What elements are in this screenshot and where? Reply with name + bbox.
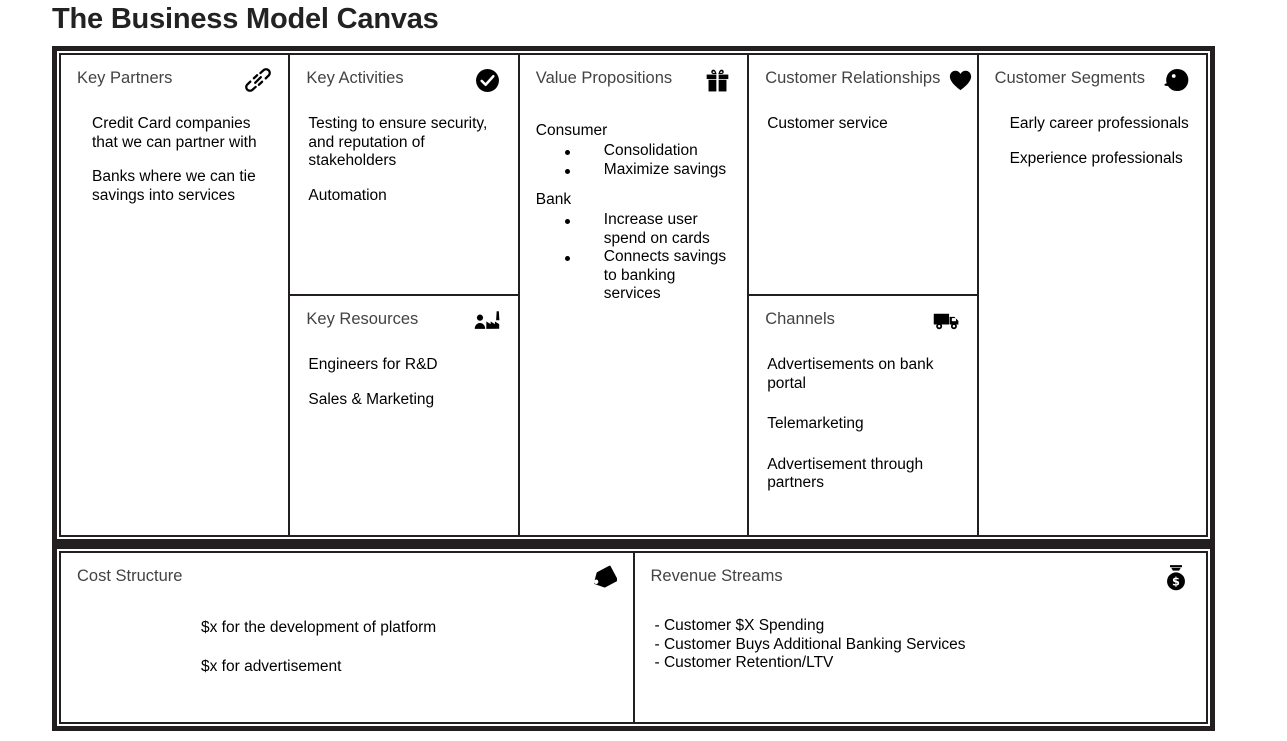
list-item: $x for advertisement (201, 657, 342, 675)
block-body: Consumer Consolidation Maximize savings … (536, 121, 731, 304)
list-item: Increase user spend on cards (536, 211, 731, 248)
list-item: Connects savings to banking services (536, 248, 731, 304)
list-item: Advertisement through partners (767, 455, 924, 492)
block-header: Key Partners (77, 66, 272, 99)
block-body: Engineers for R&D Sales & Marketing (306, 356, 501, 409)
list-item: Telemarketing (767, 415, 864, 433)
block-cost-structure[interactable]: Cost Structure $x for the development of… (59, 551, 635, 724)
block-channels[interactable]: Channels (747, 294, 979, 537)
block-title: Key Activities (306, 69, 404, 87)
block-body: Customer service (765, 115, 960, 134)
block-title: Key Resources (306, 310, 419, 328)
block-title: Value Propositions (535, 69, 673, 87)
vp-group-list: Increase user spend on cards Connects sa… (536, 211, 731, 304)
chain-link-icon (244, 66, 272, 94)
vp-group-list: Consolidation Maximize savings (536, 142, 731, 179)
block-body: Early career professionals Experience pr… (995, 115, 1190, 168)
list-item: Advertisements on bank portal (767, 356, 934, 392)
block-key-resources[interactable]: Key Resources Engineers for R&D Sales & … (288, 294, 520, 537)
list-item: Engineers for R&D (308, 356, 438, 373)
list-item: Early career professionals (1009, 115, 1189, 132)
block-title: Customer Segments (994, 69, 1145, 87)
list-item: Automation (308, 186, 387, 204)
page-title: The Business Model Canvas (52, 3, 439, 35)
block-key-partners[interactable]: Key Partners Credit Card companies th (59, 53, 291, 537)
person-head-icon (1162, 66, 1190, 94)
list-item: Testing to ensure security, and reputati… (308, 115, 488, 170)
list-item: Experience professionals (1009, 149, 1183, 167)
money-bag-icon: $ (1162, 564, 1190, 592)
block-body: $x for the development of platform $x fo… (77, 619, 617, 676)
block-customer-relationships[interactable]: Customer Relationships Customer service (747, 53, 979, 296)
list-item: - Customer Buys Additional Banking Servi… (654, 635, 966, 653)
block-header: Customer Segments (994, 66, 1190, 99)
block-header: Customer Relationships (765, 69, 971, 99)
list-item: Sales & Marketing (308, 390, 435, 408)
block-title: Key Partners (77, 69, 173, 87)
gift-box-icon (703, 66, 731, 94)
list-item: - Customer Retention/LTV (654, 654, 834, 672)
list-item: Banks where we can tie savings into serv… (92, 168, 256, 204)
block-body: Credit Card companies that we can partne… (77, 115, 272, 205)
list-item: - Customer $X Spending (654, 617, 825, 634)
block-key-activities[interactable]: Key Activities Testing to ensure securit… (288, 53, 520, 296)
vp-group: Bank Increase user spend on cards Connec… (536, 190, 731, 304)
block-body: Advertisements on bank portal Telemarket… (765, 356, 960, 493)
block-revenue-streams[interactable]: Revenue Streams $ - Customer $X Spending (632, 551, 1208, 724)
block-title: Customer Relationships (765, 69, 941, 87)
block-value-propositions[interactable]: Value Propositions Consume (517, 53, 750, 537)
block-body: Testing to ensure security, and reputati… (306, 115, 501, 205)
list-item: Customer service (767, 115, 888, 132)
block-header: Cost Structure (77, 564, 617, 597)
block-customer-segments[interactable]: Customer Segments Early career professio… (976, 53, 1208, 537)
block-header: Channels (765, 310, 960, 340)
canvas-upper-grid: Key Partners Credit Card companies th (57, 51, 1210, 539)
block-header: Key Resources (306, 310, 501, 340)
block-title: Revenue Streams (650, 567, 783, 585)
canvas-lower-frame: Cost Structure $x for the development of… (52, 544, 1215, 731)
list-item: Credit Card companies that we can partne… (92, 115, 257, 151)
delivery-truck-icon (933, 307, 961, 335)
check-circle-icon (474, 66, 502, 94)
list-item: $x for the development of platform (201, 619, 437, 636)
vp-group: Consumer Consolidation Maximize savings (536, 121, 731, 180)
svg-text:$: $ (1172, 576, 1180, 589)
block-header: Revenue Streams $ (650, 564, 1191, 597)
block-body: - Customer $X Spending - Customer Buys A… (651, 617, 1191, 673)
block-title: Cost Structure (77, 567, 183, 585)
revenue-list: - Customer $X Spending - Customer Buys A… (655, 617, 1191, 673)
list-item: Maximize savings (536, 161, 731, 180)
list-item: Consolidation (536, 142, 731, 161)
block-header: Value Propositions (536, 69, 731, 99)
heart-icon (946, 66, 974, 94)
vp-group-label: Consumer (535, 122, 608, 139)
block-header: Key Activities (306, 66, 502, 99)
factory-worker-icon (474, 307, 502, 335)
canvas-upper-frame: Key Partners Credit Card companies th (52, 46, 1215, 544)
vp-group-label: Bank (535, 190, 572, 208)
canvas-lower-grid: Cost Structure $x for the development of… (57, 549, 1210, 726)
price-tag-icon (589, 564, 617, 592)
block-title: Channels (765, 310, 835, 328)
